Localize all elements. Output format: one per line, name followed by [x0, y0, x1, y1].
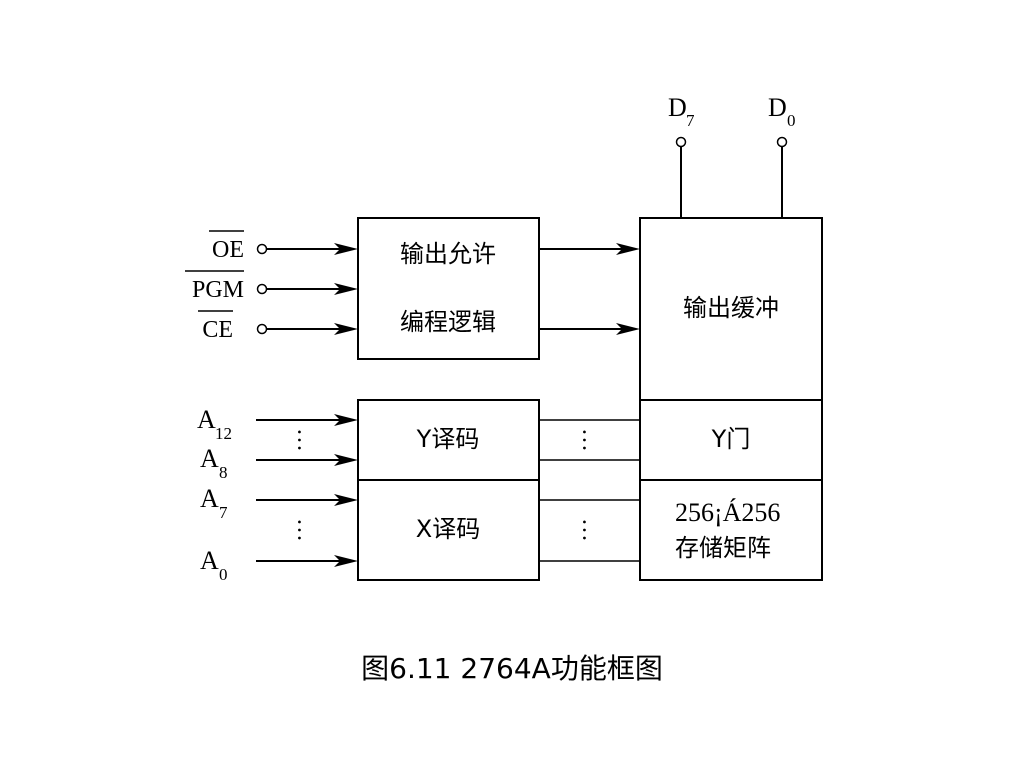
- decoder-y-bus-ellipsis: …: [577, 428, 603, 452]
- pin-a0: A 0: [200, 546, 358, 584]
- pin-a7: A 7: [200, 484, 358, 522]
- pin-ce-label: CE: [202, 317, 233, 343]
- memory-matrix-box: [639, 479, 823, 581]
- decoder-x-bus-ellipsis: …: [577, 518, 603, 542]
- pin-a8-subscript: 8: [219, 463, 228, 482]
- pin-pgm-label: PGM: [192, 277, 244, 303]
- pin-a0-arrow: [334, 555, 358, 567]
- x-decoder-block: X译码: [357, 479, 540, 581]
- output-buffer-block: 输出缓冲: [639, 217, 823, 401]
- pin-a7-letter: A: [200, 484, 219, 513]
- pin-a12-arrow: [334, 414, 358, 426]
- pin-d7-letter: D: [668, 93, 687, 122]
- figure-caption: 图6.11 2764A功能框图: [361, 652, 663, 685]
- pin-d7: D 7: [668, 93, 695, 218]
- y-gate-label: Y门: [711, 425, 751, 453]
- pin-oe-arrow: [334, 243, 358, 255]
- pin-d0-subscript: 0: [787, 111, 796, 130]
- control-to-buffer-arrow-2: [616, 323, 640, 335]
- pin-ce-arrow: [334, 323, 358, 335]
- pin-a0-subscript: 0: [219, 565, 228, 584]
- y-decoder-block: Y译码: [357, 399, 540, 481]
- pin-a12-subscript: 12: [215, 424, 232, 443]
- pin-d0-terminal: [776, 136, 788, 148]
- pin-a8: A 8: [200, 444, 358, 482]
- pin-pgm-arrow: [334, 283, 358, 295]
- control-to-buffer-arrow-1: [616, 243, 640, 255]
- pin-a7-arrow: [334, 494, 358, 506]
- address-x-bus-ellipsis: …: [292, 518, 318, 542]
- pin-oe: OE: [209, 230, 358, 263]
- pin-d7-terminal: [675, 136, 687, 148]
- pin-ce-terminal: [256, 323, 268, 335]
- pin-pgm: PGM: [185, 270, 358, 303]
- x-decoder-box: [357, 479, 540, 581]
- output-buffer-label: 输出缓冲: [683, 294, 779, 322]
- pin-a0-letter: A: [200, 546, 219, 575]
- pin-oe-label: OE: [212, 237, 244, 263]
- output-buffer-box: [639, 217, 823, 401]
- memory-matrix-size: 256¡Á256: [675, 498, 780, 527]
- control-logic-box: [357, 217, 540, 360]
- pin-a12-letter: A: [197, 405, 216, 434]
- y-decoder-box: [357, 399, 540, 481]
- memory-matrix-block: 256¡Á256 存储矩阵: [639, 479, 823, 581]
- pin-ce: CE: [198, 310, 358, 343]
- y-gate-block: Y门: [639, 399, 823, 481]
- y-decoder-label: Y译码: [416, 425, 480, 453]
- pin-d7-subscript: 7: [686, 111, 695, 130]
- pin-d0: D 0: [768, 93, 796, 218]
- pin-pgm-terminal: [256, 283, 268, 295]
- pin-a12: A 12: [197, 405, 358, 443]
- pin-a8-letter: A: [200, 444, 219, 473]
- y-gate-box: [639, 399, 823, 481]
- control-logic-block: 输出允许 编程逻辑: [357, 217, 540, 360]
- pin-d0-letter: D: [768, 93, 787, 122]
- memory-matrix-label: 存储矩阵: [675, 534, 771, 562]
- address-y-bus-ellipsis: …: [292, 428, 318, 452]
- x-decoder-label: X译码: [416, 515, 480, 543]
- pin-a7-subscript: 7: [219, 503, 228, 522]
- program-logic-label: 编程逻辑: [400, 308, 496, 336]
- pin-a8-arrow: [334, 454, 358, 466]
- pin-oe-terminal: [256, 243, 268, 255]
- output-enable-label: 输出允许: [400, 240, 496, 268]
